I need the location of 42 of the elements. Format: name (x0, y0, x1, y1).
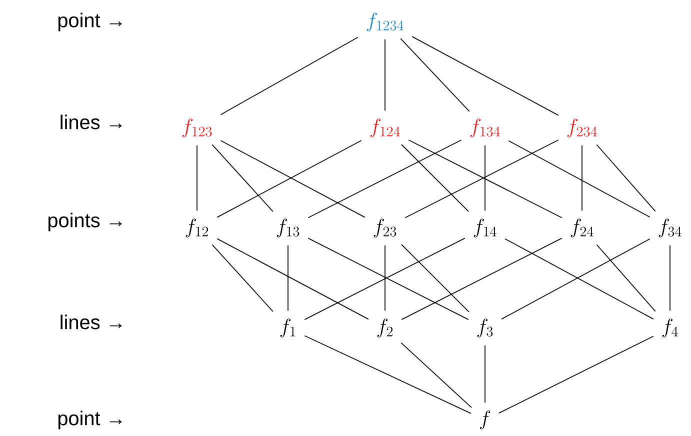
edge-line (484, 344, 486, 404)
edge-line (484, 144, 486, 212)
function-label: $f_{3}$ (477, 318, 493, 338)
function-label: $f_{1234}$ (366, 12, 404, 32)
function-label: $f_{1}$ (280, 318, 296, 338)
edge-line (220, 36, 358, 116)
edge-line (401, 244, 470, 312)
edge-line (508, 140, 650, 218)
edge-line (498, 336, 654, 414)
edge-line (401, 144, 469, 212)
function-label: $f$ (480, 410, 490, 430)
level-label: lines → (60, 314, 122, 330)
edge-line (412, 36, 559, 116)
function-label: $f_{2}$ (377, 318, 393, 338)
level-label: point → (58, 410, 122, 430)
function-label: $f_{14}$ (474, 218, 496, 238)
function-label: $f_{134}$ (470, 118, 500, 138)
function-label: $f_{123}$ (182, 118, 212, 138)
edge-line (212, 244, 274, 312)
function-label: $f_{12}$ (186, 218, 208, 238)
level-label: lines → (60, 114, 122, 130)
edge-line (400, 38, 470, 112)
edge-line (596, 144, 656, 212)
edge-line (216, 238, 369, 320)
function-label: $f_{234}$ (567, 118, 597, 138)
edge-line (384, 244, 386, 312)
level-label: points → (48, 212, 122, 232)
edge-line (596, 244, 656, 312)
edge-line (196, 144, 198, 212)
function-label: $f_{13}$ (276, 218, 300, 238)
edge-line (400, 342, 472, 408)
edge-line (308, 140, 462, 218)
edge-line (212, 144, 274, 212)
function-label: $f_{34}$ (658, 218, 682, 238)
edge-line (384, 38, 386, 112)
edge-line (304, 335, 472, 414)
function-label: $f_{24}$ (570, 218, 594, 238)
function-label: $f_{23}$ (374, 218, 396, 238)
function-label: $f_{124}$ (370, 118, 400, 138)
level-label: point → (58, 12, 122, 32)
edge-line (401, 238, 562, 320)
function-label: $f_{4}$ (662, 318, 678, 338)
